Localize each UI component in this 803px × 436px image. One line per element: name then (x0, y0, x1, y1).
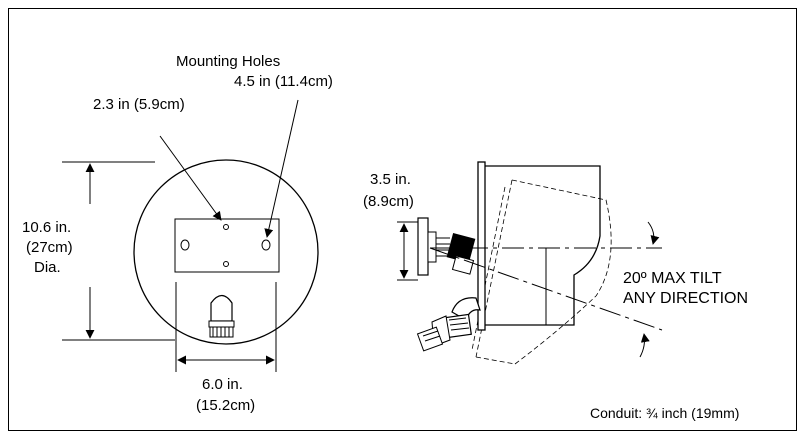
tilt-arc-arrow-top (647, 221, 660, 245)
leader-arrow-short-spacing (159, 135, 222, 221)
mounting-flange (477, 161, 486, 331)
tilted-centerline (429, 247, 663, 331)
conduit-fitting-front (208, 294, 235, 338)
fixture-face-circle (133, 159, 319, 345)
mounting-hole (223, 261, 229, 267)
mounting-hole (180, 239, 190, 251)
mounting-hole (223, 224, 229, 230)
conduit-fitting-side (416, 297, 481, 352)
label-width-line1: 6.0 in. (202, 376, 243, 393)
label-height-line2: (27cm) (26, 239, 73, 256)
label-height-line3: Dia. (34, 259, 61, 276)
junction-box-side (417, 217, 476, 276)
label-width-line2: (15.2cm) (196, 397, 255, 414)
label-depth-line2: (8.9cm) (363, 193, 414, 210)
label-hole-spacing-long: 4.5 in (11.4cm) (234, 73, 333, 90)
label-tilt-line1: 20º MAX TILT (623, 270, 722, 287)
leader-arrow-long-spacing (264, 99, 299, 238)
label-depth-line1: 3.5 in. (370, 171, 411, 188)
mounting-hole (261, 239, 271, 251)
housing-body (485, 165, 601, 326)
tilt-arc-arrow-bottom (639, 333, 650, 358)
side-view (397, 161, 663, 365)
label-mounting-holes: Mounting Holes (176, 53, 280, 70)
label-hole-spacing-short: 2.3 in (5.9cm) (93, 96, 185, 113)
label-tilt-line2: ANY DIRECTION (623, 290, 748, 307)
label-height-line1: 10.6 in. (22, 219, 71, 236)
mounting-plate (174, 218, 280, 273)
drawing-frame (8, 8, 797, 431)
label-conduit: Conduit: ¾ inch (19mm) (590, 405, 739, 421)
tilted-housing-outline (471, 179, 612, 365)
front-view (62, 99, 319, 372)
